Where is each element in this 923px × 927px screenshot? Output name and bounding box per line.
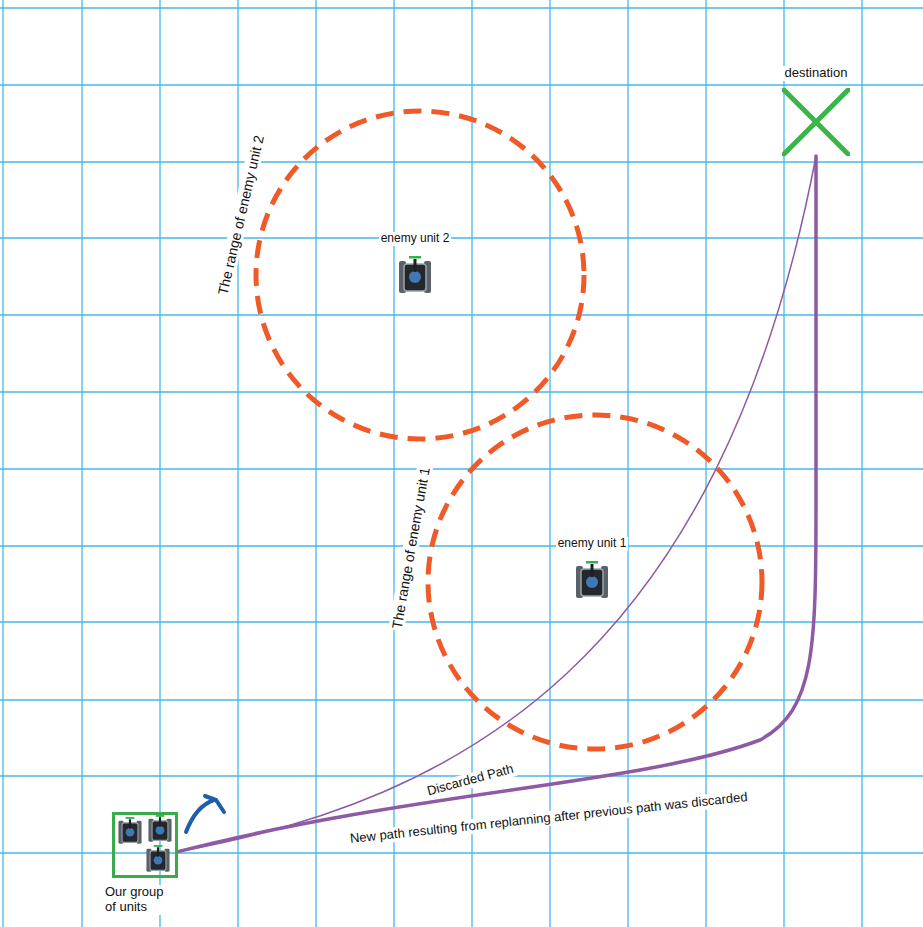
unit-label: enemy unit 2 bbox=[379, 232, 452, 246]
unit-icon bbox=[147, 815, 173, 844]
path-line bbox=[178, 156, 816, 852]
tank-icon bbox=[117, 817, 143, 846]
unit-icon bbox=[145, 845, 171, 874]
tank-icon bbox=[145, 845, 171, 874]
tank-icon bbox=[574, 561, 610, 601]
unit-icon bbox=[117, 817, 143, 846]
x-mark bbox=[782, 88, 850, 156]
tank-icon bbox=[147, 815, 173, 844]
unit-group-box: Our group of units bbox=[112, 812, 178, 878]
path-line bbox=[178, 156, 816, 852]
tank-icon bbox=[397, 256, 433, 296]
unit-icon bbox=[397, 256, 433, 296]
direction-arrow bbox=[186, 796, 224, 832]
enemy-unit: enemy unit 1 bbox=[556, 537, 629, 601]
destination-marker: destination bbox=[782, 88, 850, 156]
unit-label: enemy unit 1 bbox=[556, 537, 629, 551]
node-label: destination bbox=[783, 66, 850, 81]
group-label: Our group of units bbox=[103, 885, 179, 915]
range-label: The range of enemy unit 2 bbox=[214, 132, 267, 299]
unit-icon bbox=[574, 561, 610, 601]
path-label: New path resulting from replanning after… bbox=[347, 789, 750, 846]
range-circle: The range of enemy unit 2enemy unit 2 bbox=[253, 108, 587, 442]
enemy-unit: enemy unit 2 bbox=[379, 232, 452, 296]
range-circle: The range of enemy unit 1enemy unit 1 bbox=[425, 412, 765, 752]
